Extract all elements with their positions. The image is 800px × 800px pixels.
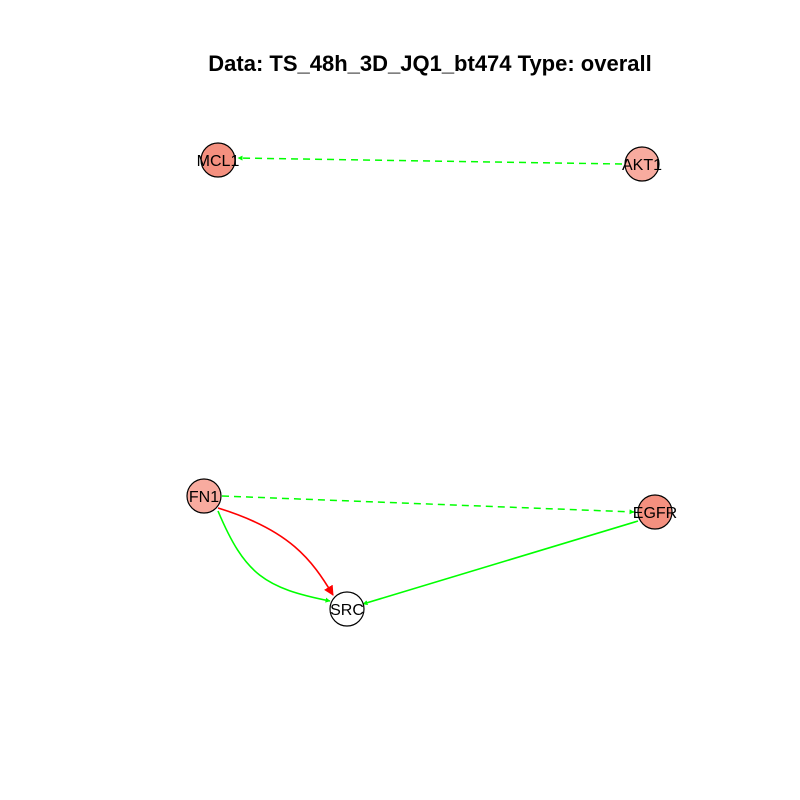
node-src-circle [329,591,365,627]
node-egfr[interactable]: EGFR [633,494,677,530]
edge-akt1-mcl1 [237,155,623,165]
node-fn1[interactable]: FN1 [186,478,222,514]
edge-fn1-src-red [217,507,334,596]
node-akt1-circle [624,146,660,182]
node-mcl1[interactable]: MCL1 [197,142,240,178]
node-akt1[interactable]: AKT1 [622,146,662,182]
edge-egfr-src [362,520,639,606]
edge-fn1-src-green [217,510,331,603]
diagram-title: Data: TS_48h_3D_JQ1_bt474 Type: overall [208,51,651,76]
edge-fn1-egfr [221,495,635,515]
node-src[interactable]: SRC [329,591,365,627]
node-mcl1-circle [200,142,236,178]
node-mcl1-label: MCL1 [197,153,240,170]
edges [217,155,639,606]
node-fn1-circle [186,478,222,514]
node-akt1-label: AKT1 [622,157,662,174]
node-fn1-label: FN1 [189,489,219,506]
node-egfr-circle [637,494,673,530]
node-egfr-label: EGFR [633,505,677,522]
node-src-label: SRC [330,602,364,619]
